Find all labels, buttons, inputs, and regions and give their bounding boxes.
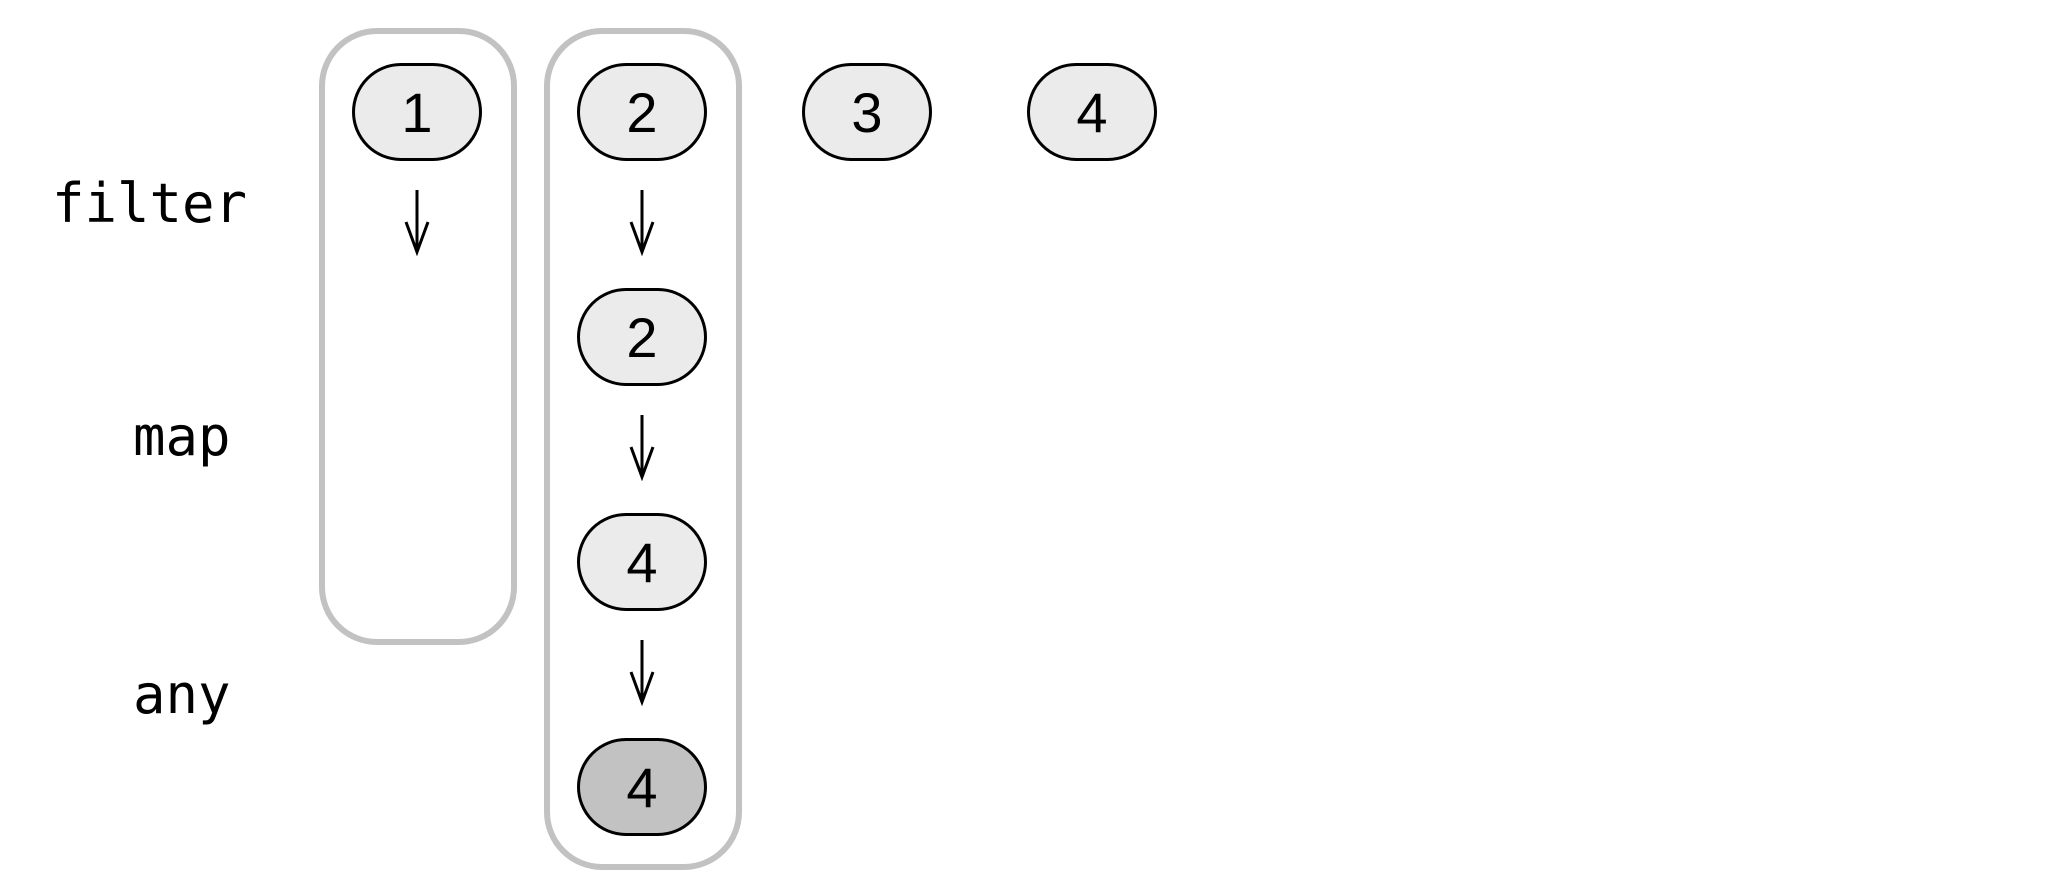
any-result-node: 4 xyxy=(577,738,707,836)
filter-label: filter xyxy=(52,172,248,235)
map-input-node: 2 xyxy=(577,288,707,386)
map-label: map xyxy=(133,405,231,468)
any-label: any xyxy=(133,663,231,726)
down-arrow-icon xyxy=(629,640,655,706)
source-item-4: 4 xyxy=(1027,63,1157,161)
down-arrow-icon xyxy=(629,190,655,256)
down-arrow-icon xyxy=(629,415,655,481)
source-item-2: 2 xyxy=(577,63,707,161)
lane-item-1 xyxy=(319,28,517,645)
lane-item-2 xyxy=(544,28,742,870)
map-output-node: 4 xyxy=(577,513,707,611)
source-item-3: 3 xyxy=(802,63,932,161)
down-arrow-icon xyxy=(404,190,430,256)
source-item-1: 1 xyxy=(352,63,482,161)
